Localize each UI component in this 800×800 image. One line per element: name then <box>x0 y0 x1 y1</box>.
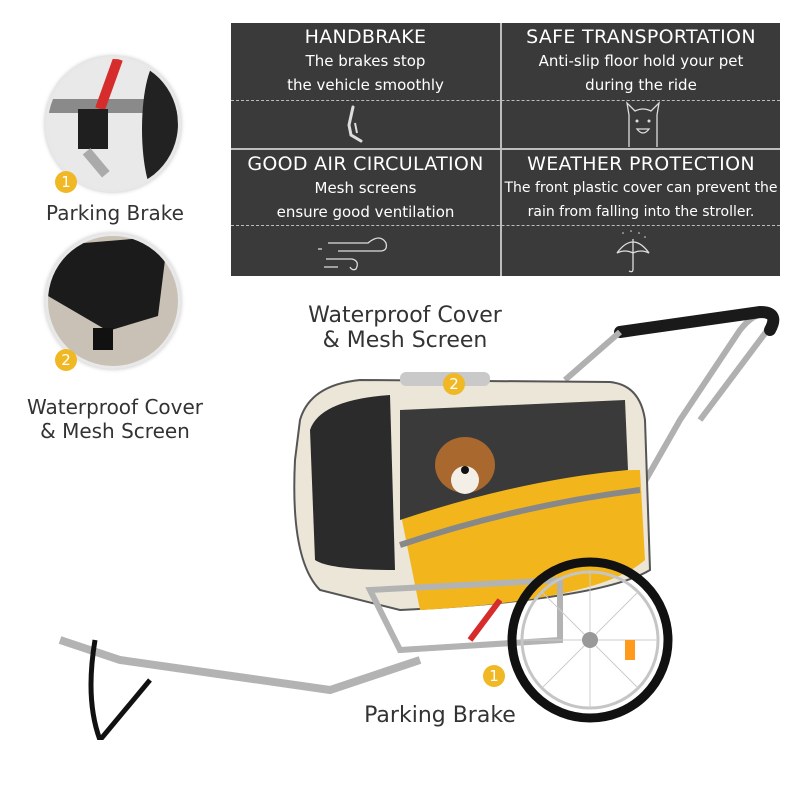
umbrella-rain-icon <box>616 230 650 273</box>
feature-desc: The front plastic cover can prevent the <box>504 180 778 196</box>
feature-safe-transportation: SAFE TRANSPORTATION Anti-slip floor hold… <box>502 23 780 97</box>
detail-label: Parking Brake <box>46 201 184 225</box>
feature-desc: the vehicle smoothly <box>287 76 444 94</box>
feature-desc: Mesh screens <box>314 179 417 197</box>
feature-title: WEATHER PROTECTION <box>527 153 755 175</box>
feature-desc: Anti-slip floor hold your pet <box>538 52 744 70</box>
feature-desc: during the ride <box>585 76 697 94</box>
feature-desc: rain from falling into the stroller. <box>527 204 755 220</box>
callout-parking-brake: Parking Brake <box>364 703 516 728</box>
parking-brake-detail-image <box>45 56 181 192</box>
divider <box>231 148 780 150</box>
feature-title: GOOD AIR CIRCULATION <box>247 153 484 175</box>
badge: 1 <box>55 171 77 193</box>
feature-title: HANDBRAKE <box>304 26 427 48</box>
feature-title: SAFE TRANSPORTATION <box>526 26 756 48</box>
feature-weather-protection: WEATHER PROTECTION The front plastic cov… <box>502 150 780 224</box>
divider <box>231 225 780 226</box>
waterproof-cover-detail-image <box>45 233 181 369</box>
callout-waterproof: Waterproof Cover & Mesh Screen <box>308 303 502 353</box>
feature-panel: HANDBRAKE The brakes stop the vehicle sm… <box>231 23 780 276</box>
wind-icon <box>318 237 388 271</box>
feature-desc: The brakes stop <box>305 52 426 70</box>
feature-desc: ensure good ventilation <box>276 203 455 221</box>
feature-air-circulation: GOOD AIR CIRCULATION Mesh screens ensure… <box>231 150 500 224</box>
pet-trailer-image <box>58 305 780 740</box>
badge: 2 <box>443 373 465 395</box>
badge: 1 <box>483 665 505 687</box>
badge: 2 <box>55 349 77 371</box>
handbrake-lever-icon <box>347 105 363 143</box>
alpaca-icon <box>626 101 660 147</box>
divider <box>231 100 780 101</box>
detail-label: Waterproof Cover & Mesh Screen <box>26 395 204 443</box>
feature-handbrake: HANDBRAKE The brakes stop the vehicle sm… <box>231 23 500 97</box>
